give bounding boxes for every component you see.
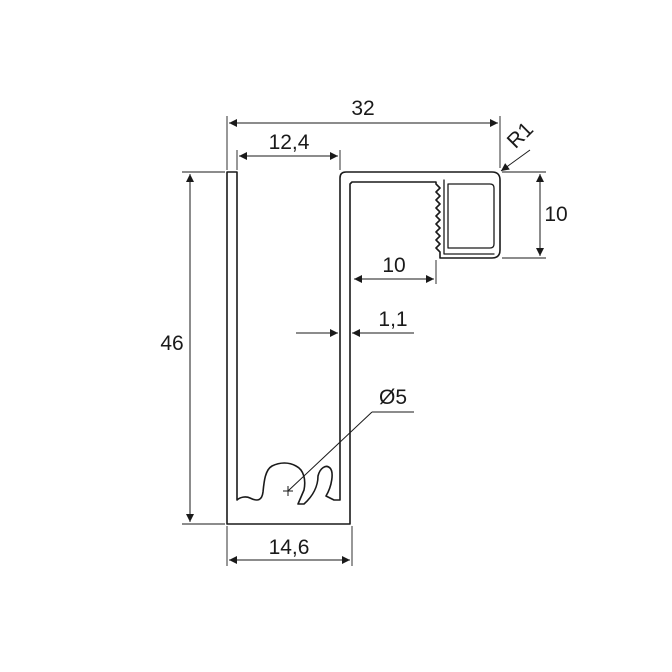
label-overall-height: 46 [160, 332, 183, 355]
label-inner-width: 12,4 [269, 131, 310, 154]
label-flange-length: 10 [382, 254, 405, 277]
label-corner-radius: R1 [503, 118, 538, 153]
dimension-labels: 32 12,4 R1 10 10 1,1 46 Ø5 14,6 [160, 97, 567, 559]
tube-inner-rect [447, 183, 495, 249]
extension-lines [182, 116, 546, 566]
tube-wall-line [443, 179, 495, 255]
label-wall-thickness: 1,1 [378, 308, 407, 331]
label-hole-diameter: Ø5 [379, 386, 407, 409]
label-bottom-width: 14,6 [269, 536, 310, 559]
label-overall-width: 32 [351, 97, 374, 120]
leader-hole-diagonal [287, 411, 373, 492]
profile-outer-contour [226, 171, 501, 525]
profile-outline [226, 171, 501, 525]
label-tube-height: 10 [544, 203, 567, 226]
dimension-lines [186, 119, 544, 564]
leader-corner-radius [500, 149, 531, 172]
